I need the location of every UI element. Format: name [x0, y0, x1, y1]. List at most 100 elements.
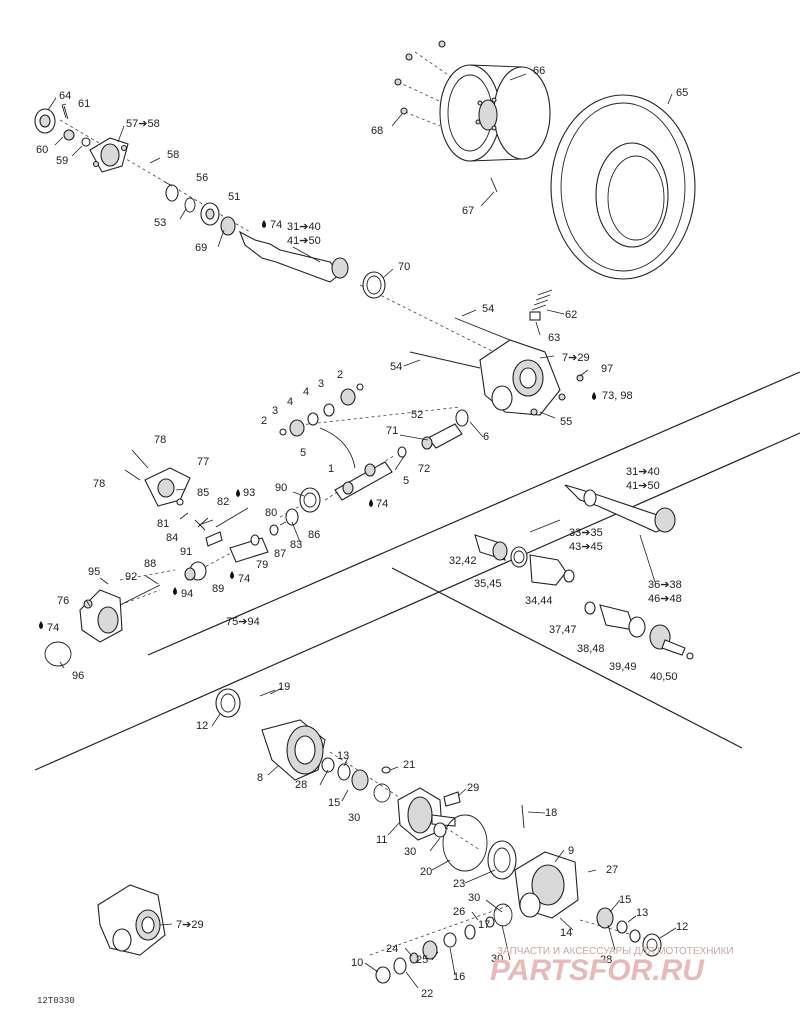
- callout-43-45: 43➔45: [569, 541, 603, 553]
- callout-81: 81: [157, 518, 169, 530]
- callout-6: 6: [483, 431, 489, 443]
- callout-24: 24: [386, 943, 398, 955]
- callout-83: 83: [290, 539, 302, 551]
- callout-25: 25: [416, 954, 428, 966]
- lug-nuts: [394, 40, 446, 115]
- callout-7-29-top: 7➔29: [562, 352, 590, 364]
- callout-97: 97: [601, 363, 613, 375]
- callout-90: 90: [275, 482, 287, 494]
- callout-74-lower: 74: [238, 573, 250, 585]
- callout-89: 89: [212, 583, 224, 595]
- callout-94: 94: [181, 588, 193, 600]
- callout-37-47: 37,47: [549, 624, 577, 636]
- callout-71: 71: [386, 425, 398, 437]
- callout-15-left: 15: [328, 797, 340, 809]
- seal-90: [299, 487, 321, 513]
- callout-30-b: 30: [404, 846, 416, 858]
- callout-73-98: 73, 98: [602, 390, 633, 402]
- lubricant-drop-icons: [39, 220, 596, 629]
- callout-92: 92: [125, 571, 137, 583]
- callout-5-right: 5: [403, 475, 409, 487]
- callout-59: 59: [56, 155, 68, 167]
- breather-spring: [529, 289, 553, 321]
- callout-88: 88: [144, 558, 156, 570]
- callout-85: 85: [197, 487, 209, 499]
- callout-86: 86: [308, 529, 320, 541]
- cv-shaft: [529, 484, 676, 583]
- pinion-gear-11: [397, 787, 456, 841]
- callout-67: 67: [462, 205, 474, 217]
- callout-39-49: 39,49: [609, 661, 637, 673]
- callout-78-left: 78: [93, 478, 105, 490]
- rim-assembly: [439, 64, 551, 193]
- callout-12-left: 12: [196, 720, 208, 732]
- callout-5-left: 5: [300, 447, 306, 459]
- callout-27: 27: [606, 864, 618, 876]
- drive-shaft-front: [238, 230, 349, 283]
- callout-30-d: 30: [491, 953, 503, 965]
- callout-51: 51: [228, 191, 240, 203]
- drawing-code: 12T0330: [37, 996, 75, 1006]
- wheel-bearing: [200, 202, 220, 226]
- callout-84: 84: [166, 532, 178, 544]
- callout-9: 9: [568, 845, 574, 857]
- castle-nut: [63, 129, 75, 141]
- callout-96: 96: [72, 670, 84, 682]
- callout-leaders: [47, 73, 677, 989]
- callout-87: 87: [274, 548, 286, 560]
- callout-32-42: 32,42: [449, 555, 477, 567]
- callout-8: 8: [257, 772, 263, 784]
- actuator-housing: [124, 449, 191, 507]
- rear-housing-9: [514, 804, 579, 919]
- gasket-20: [433, 814, 488, 872]
- callout-3-right: 3: [318, 378, 324, 390]
- callout-30-c: 30: [468, 892, 480, 904]
- wheel-stud: [149, 157, 161, 164]
- callout-7-29-bottom: 7➔29: [176, 919, 204, 931]
- electric-actuator: [79, 584, 161, 643]
- callout-62: 62: [565, 309, 577, 321]
- callout-54-lower: 54: [390, 361, 402, 373]
- callout-63: 63: [548, 332, 560, 344]
- watermark-brand: PARTSFOR.RU: [490, 954, 705, 987]
- callout-74-left: 74: [47, 622, 59, 634]
- boot-ring: [362, 271, 386, 299]
- callout-78-top: 78: [154, 434, 166, 446]
- callout-14: 14: [560, 927, 572, 939]
- callout-72: 72: [418, 463, 430, 475]
- callout-3-left: 3: [272, 405, 278, 417]
- callout-11: 11: [376, 834, 387, 846]
- long-bolts: [409, 317, 511, 369]
- callout-56: 56: [196, 172, 208, 184]
- callout-36-38: 36➔38: [648, 579, 682, 591]
- tire: [550, 94, 696, 280]
- callout-74-mid: 74: [376, 498, 388, 510]
- callout-21: 21: [403, 759, 415, 771]
- input-sleeve: [421, 409, 469, 450]
- watermark: ЗАПЧАСТИ И АКСЕССУАРЫ ДЛЯ МОТОТЕХНИКИ PA…: [490, 946, 734, 987]
- callout-13-right: 13: [636, 907, 648, 919]
- assembled-differential: [97, 884, 166, 956]
- callout-41-50-top: 41➔50: [287, 235, 321, 247]
- callout-41-50-right: 41➔50: [626, 480, 660, 492]
- callout-52: 52: [411, 409, 423, 421]
- callout-18: 18: [545, 807, 557, 819]
- coupler-89: [184, 561, 207, 581]
- shim-29: [443, 791, 461, 807]
- callout-30-a: 30: [348, 812, 360, 824]
- callout-93: 93: [243, 487, 255, 499]
- callout-91: 91: [180, 546, 192, 558]
- callout-70: 70: [398, 261, 410, 273]
- seal: [165, 184, 179, 202]
- front-differential: [479, 339, 566, 416]
- callout-labels: 64 61 60 59 57➔58 58 56 51 53 74 69 31➔4…: [36, 65, 688, 1000]
- callout-54-upper: 54: [482, 303, 494, 315]
- callout-79: 79: [256, 559, 268, 571]
- callout-31-40-right: 31➔40: [626, 466, 660, 478]
- cv-boot-inner: [529, 554, 575, 586]
- rear-housing-cover: [215, 688, 241, 718]
- callout-40-50: 40,50: [650, 671, 678, 683]
- callout-35-45: 35,45: [474, 578, 502, 590]
- callout-80: 80: [265, 507, 277, 519]
- cotter-pin: [61, 104, 69, 120]
